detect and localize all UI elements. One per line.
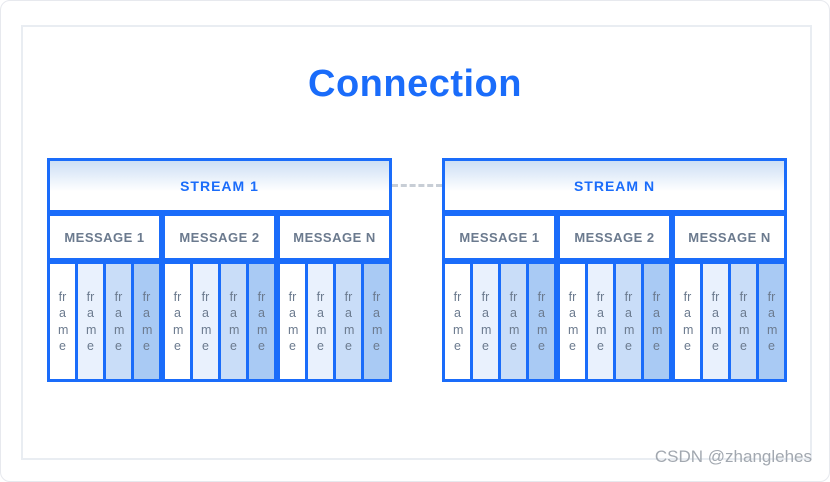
frame-cell: frame [442,261,473,382]
frame-label: frame [568,290,579,353]
message-label-box: MESSAGE N [277,213,392,261]
frame-label: frame [372,290,383,353]
frames-row: frame frame frame frame [47,261,162,382]
frame-cell: frame [333,261,364,382]
frames-row: frame frame frame frame [277,261,392,382]
page-title: Connection [308,63,522,105]
stream-1-label: STREAM 1 [180,177,259,194]
frames-row: frame frame frame frame [672,261,787,382]
frame-label: frame [767,290,778,353]
frame-label: frame [537,290,548,353]
stream-1-header: STREAM 1 [47,158,392,213]
message-label-box: MESSAGE 1 [47,213,162,261]
frame-label: frame [58,290,69,353]
frames-row: frame frame frame frame [442,261,557,382]
message-label-box: MESSAGE N [672,213,787,261]
message-label: MESSAGE 1 [459,229,540,245]
message-label-box: MESSAGE 1 [442,213,557,261]
frame-cell: frame [641,261,672,382]
frame-cell: frame [557,261,588,382]
frame-label: frame [288,290,299,353]
frame-cell: frame [277,261,308,382]
frame-label: frame [683,290,694,353]
message-label: MESSAGE 1 [64,229,145,245]
frame-label: frame [173,290,184,353]
message-group: MESSAGE 1 frame frame frame frame [47,213,162,382]
frame-cell: frame [728,261,759,382]
message-label: MESSAGE 2 [179,229,260,245]
frame-label: frame [86,290,97,353]
frame-label: frame [509,290,520,353]
stream-block-1: STREAM 1 MESSAGE 1 frame frame frame fra… [47,158,392,382]
frame-label: frame [114,290,125,353]
frame-cell: frame [47,261,78,382]
frame-label: frame [596,290,607,353]
message-group: MESSAGE 2 frame frame frame frame [162,213,277,382]
stream-n-label: STREAM N [573,177,656,194]
stream-n-messages-row: MESSAGE 1 frame frame frame frame MESSAG… [442,213,787,382]
frame-cell: frame [361,261,392,382]
frame-label: frame [739,290,750,353]
message-label: MESSAGE 2 [574,229,655,245]
frame-cell: frame [103,261,134,382]
frame-label: frame [624,290,635,353]
frame-cell: frame [700,261,731,382]
frame-cell: frame [585,261,616,382]
frame-label: frame [316,290,327,353]
frame-cell: frame [672,261,703,382]
frame-label: frame [453,290,464,353]
frame-label: frame [652,290,663,353]
message-label-box: MESSAGE 2 [557,213,672,261]
frame-cell: frame [75,261,106,382]
frame-cell: frame [246,261,277,382]
message-label: MESSAGE N [293,229,376,245]
frame-label: frame [201,290,212,353]
message-group: MESSAGE N frame frame frame frame [672,213,787,382]
frames-row: frame frame frame frame [557,261,672,382]
message-group: MESSAGE 2 frame frame frame frame [557,213,672,382]
stream-n-header: STREAM N [442,158,787,213]
frame-cell: frame [162,261,193,382]
frame-cell: frame [498,261,529,382]
frame-cell: frame [526,261,557,382]
frame-cell: frame [131,261,162,382]
message-group: MESSAGE N frame frame frame frame [277,213,392,382]
frame-label: frame [142,290,153,353]
message-label-box: MESSAGE 2 [162,213,277,261]
frame-label: frame [481,290,492,353]
frame-cell: frame [218,261,249,382]
frame-cell: frame [756,261,787,382]
frame-label: frame [229,290,240,353]
stream-1-messages-row: MESSAGE 1 frame frame frame frame MESSAG… [47,213,392,382]
watermark: CSDN @zhanglehes [654,447,812,466]
frame-label: frame [344,290,355,353]
stream-connector-dashed-line [392,184,442,187]
frames-row: frame frame frame frame [162,261,277,382]
frame-label: frame [257,290,268,353]
frame-cell: frame [470,261,501,382]
stream-block-n: STREAM N MESSAGE 1 frame frame frame fra… [442,158,787,382]
message-label: MESSAGE N [688,229,771,245]
frame-cell: frame [305,261,336,382]
message-group: MESSAGE 1 frame frame frame frame [442,213,557,382]
frame-label: frame [711,290,722,353]
frame-cell: frame [190,261,221,382]
frame-cell: frame [613,261,644,382]
